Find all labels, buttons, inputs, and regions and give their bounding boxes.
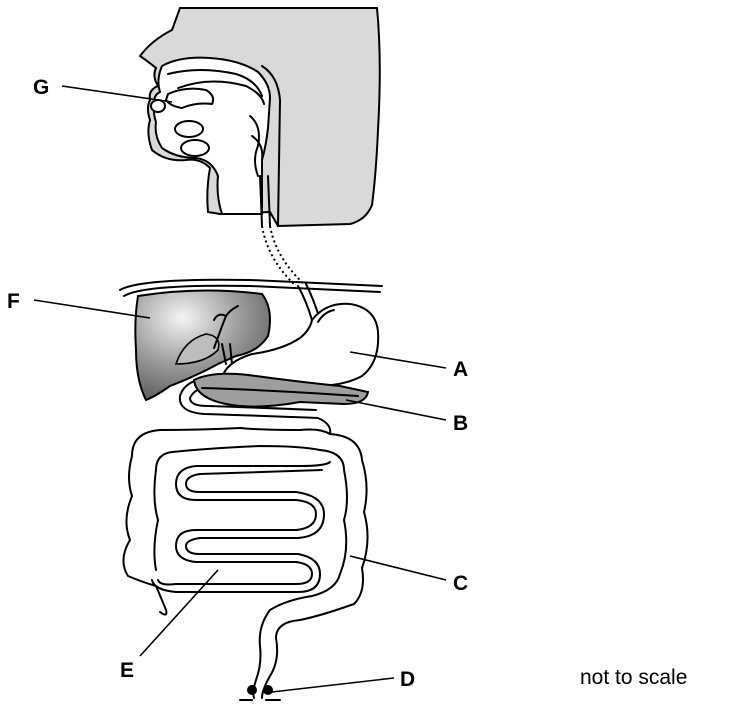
head-neck xyxy=(140,8,380,226)
leader-line-c xyxy=(350,556,446,580)
leader-line-d xyxy=(272,678,394,692)
label-f: F xyxy=(7,290,20,313)
label-e: E xyxy=(120,659,134,682)
label-a: A xyxy=(453,358,468,381)
anal-sphincter-right xyxy=(263,685,273,695)
label-g: G xyxy=(33,76,49,99)
leader-line-b xyxy=(346,400,446,420)
scale-note: not to scale xyxy=(580,666,687,689)
jaw-gland xyxy=(181,140,209,156)
leader-line-e xyxy=(140,570,218,656)
label-c: C xyxy=(453,572,468,595)
anal-sphincter-left xyxy=(247,685,257,695)
lower-teeth xyxy=(175,121,203,137)
label-d: D xyxy=(400,668,415,691)
small-intestine-coil xyxy=(158,462,330,585)
leader-line-f xyxy=(34,300,150,318)
small-intestine xyxy=(152,462,330,592)
oesophagus-dotted-left xyxy=(262,226,296,286)
label-b: B xyxy=(453,412,468,435)
upper-teeth xyxy=(151,100,165,112)
large-intestine-inner xyxy=(154,446,347,698)
oesophagus xyxy=(262,226,320,320)
